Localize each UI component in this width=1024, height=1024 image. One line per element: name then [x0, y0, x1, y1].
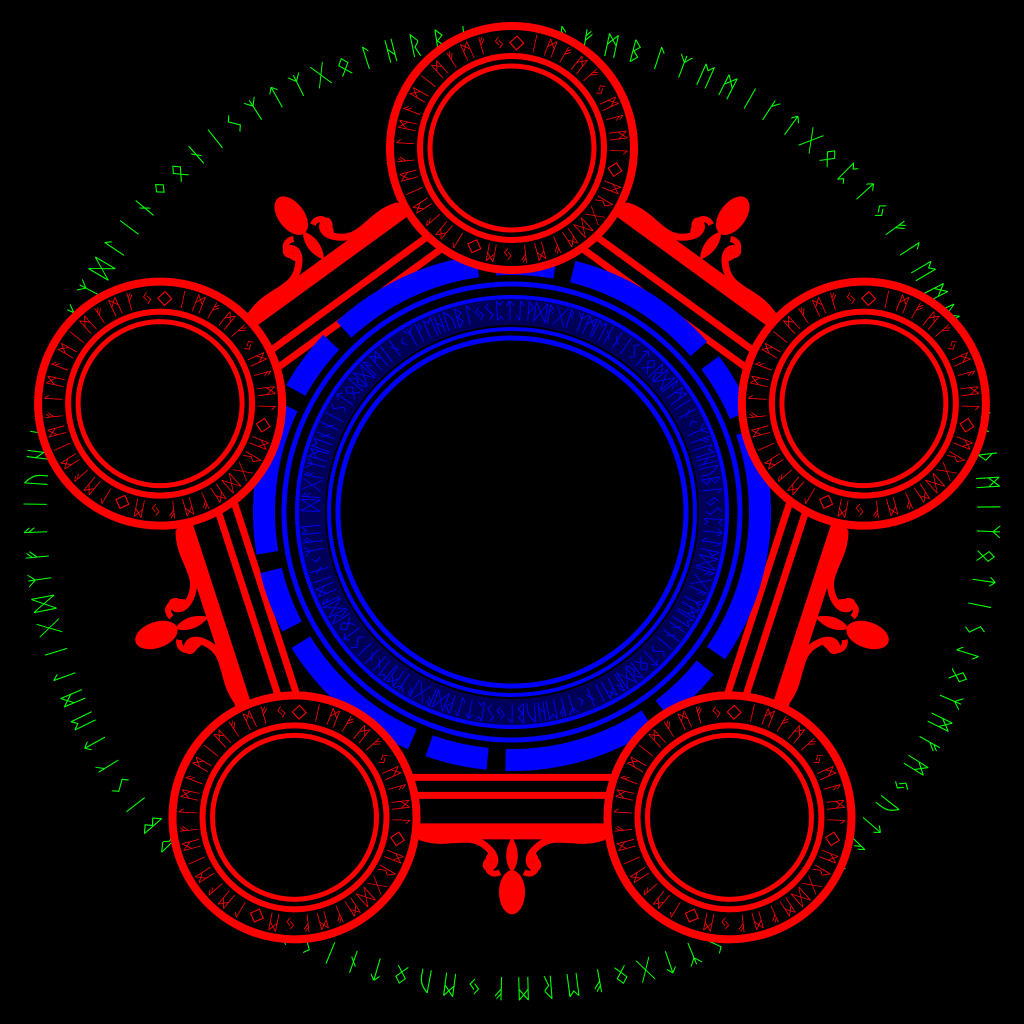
ornament-curl: [484, 850, 540, 877]
core-ring-line: [281, 281, 743, 743]
node-ring-line: [199, 722, 390, 913]
fleur-ornaments: [135, 196, 889, 915]
ornament-stem: [815, 615, 849, 631]
ornament-bud: [274, 196, 309, 235]
fleur-ornament: [418, 833, 606, 915]
fleur-ornament: [135, 528, 242, 706]
node-inner-circle: [75, 319, 245, 489]
ornament-bud: [715, 196, 750, 235]
fleur-ornament: [248, 196, 400, 318]
pentagon-node-circle: ᛚᛗᚨᛗᛁᛗᚠᛗᚠᛃ◇ᛁᛗᚠᛗᚠᛃᛗᚨᛗᛚ◇ᛗᚱᚷᛞᛗᚠᛗᚠᛃᛗ◇ᛚᛗᚨᛗᛁᛗᚠ: [386, 22, 638, 274]
node-ring-line: [65, 308, 256, 499]
node-ring-line: [634, 722, 825, 913]
ornament-bud: [499, 870, 525, 915]
ornament-stem: [175, 615, 209, 631]
core-ring-line: [327, 327, 697, 697]
ornament-curl: [820, 599, 859, 653]
pentagon-node-circle: ᛚᛗᚨᛗᛁᛗᚠᛗᚠᛃ◇ᛁᛗᚠᛗᚠᛃᛗᚨᛗᛚ◇ᛗᚱᚷᛞᛗᚠᛗᚠᛃᛗ◇ᛚᛗᚨᛗᛁᛗᚠ: [168, 691, 421, 944]
ornament-curl: [689, 216, 742, 263]
ornament-bud: [846, 620, 889, 650]
ornament-stem: [699, 231, 721, 260]
pentagon-nodes: ᛚᛗᚨᛗᛁᛗᚠᛗᚠᛃ◇ᛁᛗᚠᛗᚠᛃᛗᚨᛗᛚ◇ᛗᚱᚷᛞᛗᚠᛗᚠᛃᛗ◇ᛚᛗᚨᛗᛁᛗᚠ…: [34, 22, 990, 944]
node-ring-line: [417, 53, 607, 243]
node-ring-line: [768, 308, 959, 499]
core-circle: ᛞᚨᚷᚨᛉᛗᛖᚾᚾᛁᛊᛏᛟᚱᛞᚨᛗᛁᚾᚲᛉᚠᛖᚺᚢᛒᛚᛃᛊᛈᛏᛇᚹᛞᚨᚷᚨᛉᛗᛖ…: [253, 253, 771, 771]
fleur-ornament: [782, 528, 889, 706]
ornament-curl: [165, 599, 204, 653]
ornament-stem: [303, 231, 325, 260]
fleur-ornament: [624, 196, 776, 318]
node-inner-circle: [427, 63, 597, 233]
pentagon-node-circle: ᛚᛗᚨᛗᛁᛗᚠᛗᚠᛃ◇ᛁᛗᚠᛗᚠᛃᛗᚨᛗᛚ◇ᛗᚱᚷᛞᛗᚠᛗᚠᛃᛗ◇ᛚᛗᚨᛗᛁᛗᚠ: [34, 277, 287, 530]
pentagon-node-circle: ᛚᛗᚨᛗᛁᛗᚠᛗᚠᛃ◇ᛁᛗᚠᛗᚠᛃᛗᚨᛗᛚ◇ᛗᚱᚷᛞᛗᚠᛗᚠᛃᛗ◇ᛚᛗᚨᛗᛁᛗᚠ: [737, 277, 990, 530]
node-inner-circle: [644, 732, 814, 902]
node-inner-circle: [779, 319, 949, 489]
core-inner-circle: [335, 335, 689, 689]
node-inner-circle: [210, 732, 380, 902]
core-ring-line: [295, 295, 729, 729]
ornament-bud: [135, 620, 178, 650]
ornament-curl: [282, 216, 335, 263]
core-rune-band: [299, 299, 725, 725]
ornament-stem: [506, 837, 518, 873]
pentagon-node-circle: ᛚᛗᚨᛗᛁᛗᚠᛗᚠᛃ◇ᛁᛗᚠᛗᚠᛃᛗᚨᛗᛚ◇ᛗᚱᚷᛞᛗᚠᛗᚠᛃᛗ◇ᛚᛗᚨᛗᛁᛗᚠ: [603, 691, 856, 944]
